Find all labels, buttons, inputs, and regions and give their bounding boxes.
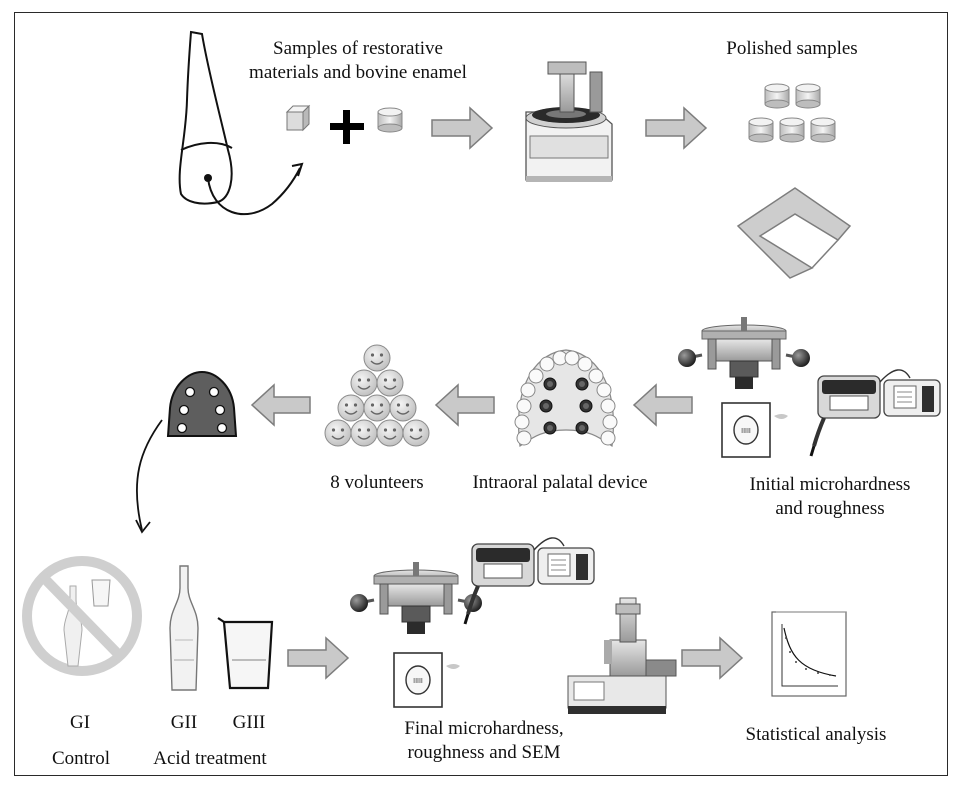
arrow-right-4 [681,636,744,680]
curved-connector-arrow [135,419,163,534]
prohibited-icon [22,556,142,676]
palatal-label: Intraoral palatal device [472,472,648,493]
beaker-icon [217,617,274,690]
group-3-label: GIII [232,712,266,733]
cube-icon [285,104,311,132]
palatal-device-small-icon [166,370,238,437]
cylinder-icon [377,107,403,133]
control-label: Control [51,748,111,769]
sem-microscope-icon [567,597,677,714]
bottle-icon [169,565,199,691]
arrow-right-3 [287,636,350,680]
plus-icon [330,110,364,144]
statistical-analysis-label: Statistical analysis [745,724,887,745]
arrow-right-1 [431,106,494,150]
initial-label-line2: and roughness [775,498,885,519]
polishing-machine-icon [525,61,613,182]
smiley-pyramid-icon [324,344,430,447]
microhardness-tester-icon [676,315,812,391]
tooth-icon [178,30,304,216]
palatal-device-icon [514,349,618,448]
profilometer-final-icon [463,535,596,626]
chevron-down-arrow [736,187,852,279]
arrow-left-2 [434,383,495,427]
group-1-label: GI [69,712,91,733]
final-label-line2: roughness and SEM [407,742,561,763]
microhardness-tester-final-icon [348,560,484,636]
arrow-right-2 [645,106,708,150]
specimen-block-icon [721,402,789,458]
samples-label-line1: Samples of restorative [273,38,443,59]
profilometer-icon [809,367,942,458]
samples-label-line2: materials and bovine enamel [249,62,467,83]
polished-cylinders-icon [748,83,836,143]
specimen-block-final-icon [393,652,461,708]
final-label-line1: Final microhardness, [404,718,564,739]
group-2-label: GII [170,712,198,733]
acid-treatment-label: Acid treatment [153,748,267,769]
volunteers-label: 8 volunteers [330,472,424,493]
polished-label: Polished samples [726,38,858,59]
graph-icon [771,611,847,697]
arrow-left-1 [632,383,693,427]
initial-label-line1: Initial microhardness [749,474,911,495]
arrow-left-3 [250,383,311,427]
